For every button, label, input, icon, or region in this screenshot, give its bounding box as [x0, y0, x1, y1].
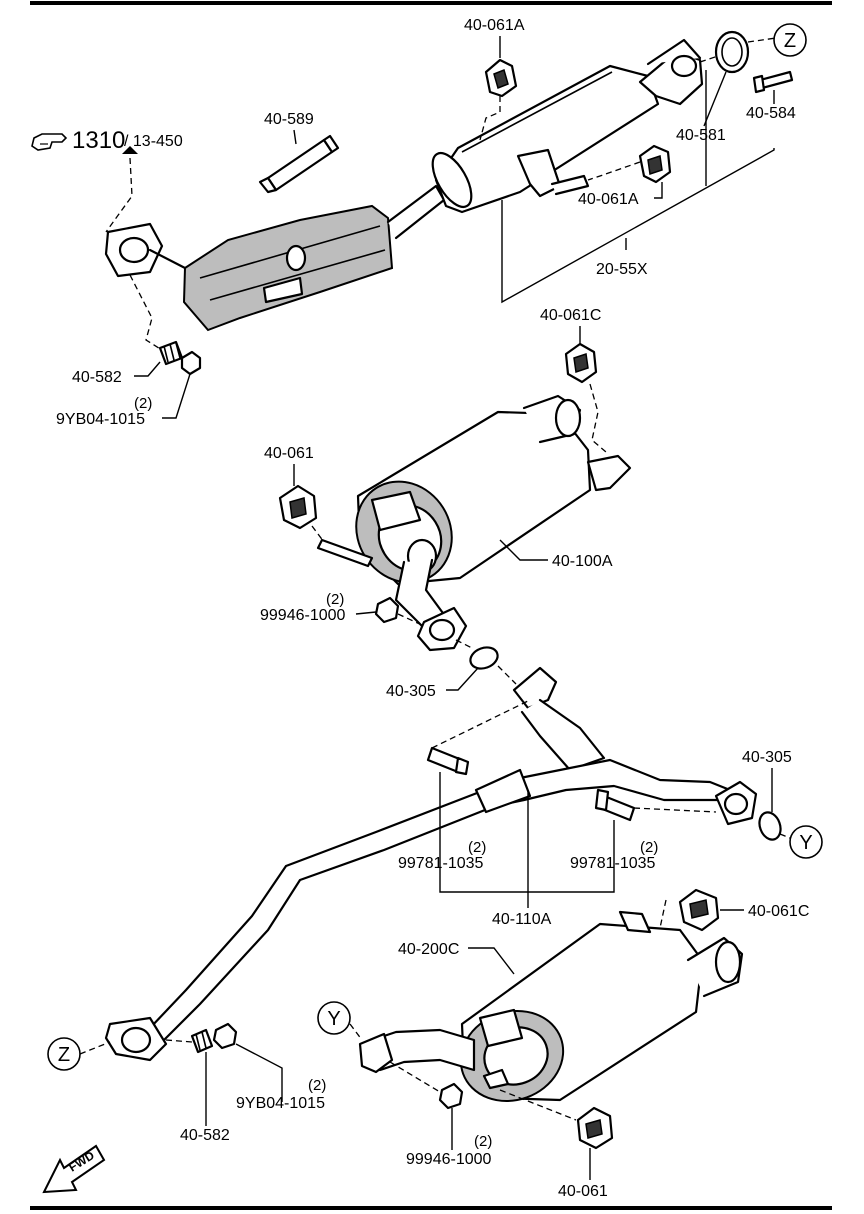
stud-bolt-40-582-bot[interactable]: [190, 1028, 214, 1054]
bolt-40-584[interactable]: [752, 70, 794, 94]
label-40-584: 40-584: [746, 105, 796, 122]
label-40-589: 40-589: [264, 111, 314, 128]
qty-99946-1000-bot: (2): [474, 1133, 492, 1150]
label-40-061a-top: 40-061A: [464, 17, 525, 34]
bolt-99781-1035-right[interactable]: [594, 788, 636, 822]
hanger-rubber-40-061-bot[interactable]: [576, 1106, 614, 1150]
connector-y-left-text: Y: [327, 1008, 340, 1030]
label-40-100a: 40-100A: [552, 553, 613, 570]
label-40-061a-mid: 40-061A: [578, 191, 639, 208]
nut-99946-1000-bot[interactable]: [438, 1082, 464, 1110]
nut-9yb04-1015-bot[interactable]: [212, 1022, 238, 1050]
hanger-rubber-40-061-left[interactable]: [278, 484, 318, 530]
reference-sub: / 13-450: [124, 133, 183, 150]
hanger-rubber-40-061c-bot[interactable]: [678, 888, 720, 932]
label-99781-1035-left: 99781-1035: [398, 855, 484, 872]
gasket-40-305-right[interactable]: [756, 809, 784, 842]
label-40-061c-top: 40-061C: [540, 307, 601, 324]
sealant-tube[interactable]: [258, 134, 340, 194]
qty-99781-1035-left: (2): [468, 839, 486, 856]
label-99781-1035-right: 99781-1035: [570, 855, 656, 872]
pre-silencer-40-100a[interactable]: [316, 394, 632, 652]
qty-9yb04-1015-top: (2): [134, 395, 152, 412]
connector-y-left: Y: [317, 1001, 351, 1035]
label-40-305-right: 40-305: [742, 749, 792, 766]
label-99946-1000-top: 99946-1000: [260, 607, 346, 624]
qty-99946-1000-top: (2): [326, 591, 344, 608]
hanger-rubber-40-061a-mid[interactable]: [638, 144, 672, 184]
bolt-99781-1035-left[interactable]: [426, 746, 470, 776]
label-9yb04-1015-top: 9YB04-1015: [56, 411, 145, 428]
gasket-40-581[interactable]: [714, 30, 750, 74]
stud-bolt-40-582-top[interactable]: [158, 340, 184, 366]
label-99946-1000-bot: 99946-1000: [406, 1151, 492, 1168]
connector-y-right: Y: [789, 825, 823, 859]
qty-99781-1035-right: (2): [640, 839, 658, 856]
pointing-hand-icon: [31, 133, 68, 151]
label-40-110a: 40-110A: [492, 911, 552, 928]
intermediate-pipe-40-110a[interactable]: [104, 666, 758, 1062]
hanger-rubber-40-061a-top[interactable]: [484, 58, 518, 98]
nut-9yb04-1015-top[interactable]: [180, 350, 202, 376]
label-40-582-bot: 40-582: [180, 1127, 230, 1144]
qty-9yb04-1015-bot: (2): [308, 1077, 326, 1094]
connector-z-bottom: Z: [47, 1037, 81, 1071]
label-40-061c-bot: 40-061C: [748, 903, 809, 920]
connector-z-top: Z: [773, 23, 807, 57]
label-40-061-left: 40-061: [264, 445, 314, 462]
hanger-rubber-40-061c-top[interactable]: [564, 342, 598, 384]
front-pipe-assembly[interactable]: [104, 38, 704, 332]
label-40-061-bot: 40-061: [558, 1183, 608, 1200]
nut-99946-1000-top[interactable]: [374, 596, 400, 624]
gasket-40-305-left[interactable]: [467, 644, 500, 672]
main-silencer-40-200c[interactable]: [358, 910, 744, 1115]
label-40-582-top: 40-582: [72, 369, 122, 386]
label-20-55x: 20-55X: [596, 261, 648, 278]
label-9yb04-1015-bot: 9YB04-1015: [236, 1095, 325, 1112]
connector-z-bottom-text: Z: [58, 1044, 70, 1066]
fwd-arrow-icon: FWD: [42, 1144, 106, 1194]
reference-main: 1310: [72, 127, 125, 154]
label-40-200c: 40-200C: [398, 941, 459, 958]
label-40-581: 40-581: [676, 127, 726, 144]
label-40-305-left: 40-305: [386, 683, 436, 700]
connector-y-right-text: Y: [799, 832, 812, 854]
connector-z-top-text: Z: [784, 30, 796, 52]
